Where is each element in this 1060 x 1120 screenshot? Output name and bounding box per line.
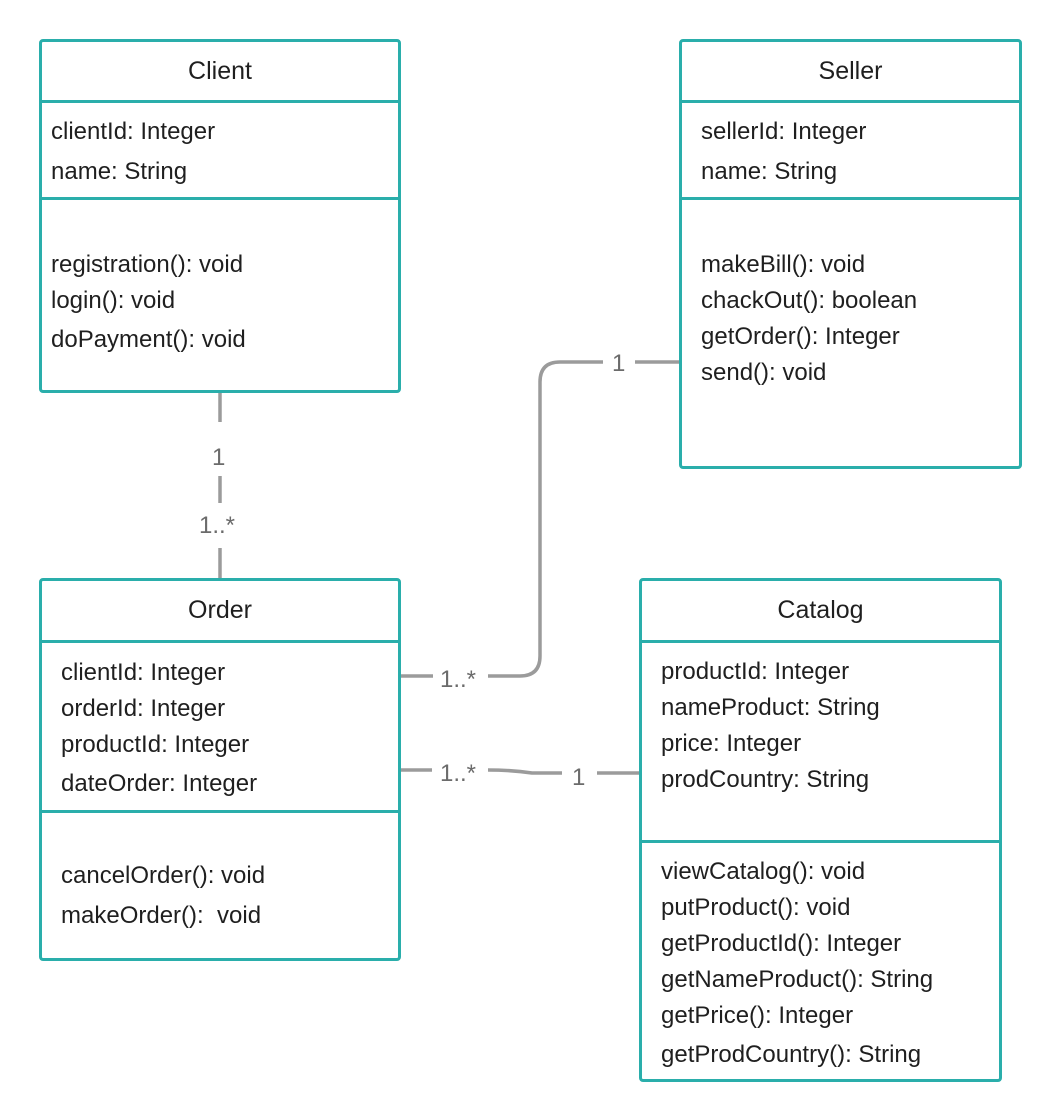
catalog-method: getProductId(): Integer (661, 930, 902, 957)
order-multiplicity-to-client: 1..* (199, 512, 236, 539)
order-catalog-association-line (400, 768, 640, 775)
catalog-method: viewCatalog(): void (661, 858, 866, 885)
client-multiplicity: 1 (212, 444, 226, 471)
client-class-name: Client (42, 42, 398, 103)
order-class[interactable]: Order clientId: Integer orderId: Integer… (39, 578, 401, 961)
seller-multiplicity: 1 (612, 350, 626, 377)
order-attribute: productId: Integer (61, 731, 250, 758)
seller-attribute: sellerId: Integer (701, 118, 867, 145)
seller-methods: makeBill(): void chackOut(): boolean get… (682, 200, 1019, 466)
seller-attributes: sellerId: Integer name: String (682, 103, 1019, 200)
client-attributes: clientId: Integer name: String (42, 103, 398, 200)
catalog-attributes: productId: Integer nameProduct: String p… (642, 643, 999, 843)
seller-method: getOrder(): Integer (701, 323, 900, 350)
order-class-name: Order (42, 581, 398, 643)
seller-class-name: Seller (682, 42, 1019, 103)
order-method: makeOrder(): void (61, 902, 262, 929)
client-class[interactable]: Client clientId: Integer name: String re… (39, 39, 401, 393)
catalog-attribute: price: Integer (661, 730, 802, 757)
seller-method: chackOut(): boolean (701, 287, 918, 314)
catalog-class[interactable]: Catalog productId: Integer nameProduct: … (639, 578, 1002, 1082)
client-attribute: clientId: Integer (51, 118, 216, 145)
order-attributes: clientId: Integer orderId: Integer produ… (42, 643, 398, 813)
seller-class[interactable]: Seller sellerId: Integer name: String ma… (679, 39, 1022, 469)
order-method: cancelOrder(): void (61, 862, 266, 889)
seller-method: send(): void (701, 359, 827, 386)
client-method: registration(): void (51, 251, 244, 278)
seller-order-association-line (400, 360, 680, 678)
client-attribute: name: String (51, 158, 188, 185)
seller-attribute: name: String (701, 158, 838, 185)
order-attribute: orderId: Integer (61, 695, 226, 722)
catalog-method: getPrice(): Integer (661, 1002, 854, 1029)
catalog-method: putProduct(): void (661, 894, 851, 921)
order-multiplicity-to-catalog: 1..* (440, 760, 477, 787)
client-method: doPayment(): void (51, 326, 246, 353)
order-multiplicity-to-seller: 1..* (440, 666, 477, 693)
seller-method: makeBill(): void (701, 251, 866, 278)
client-method: login(): void (51, 287, 176, 314)
order-attribute: clientId: Integer (61, 659, 226, 686)
catalog-methods: viewCatalog(): void putProduct(): void g… (642, 843, 999, 1079)
catalog-attribute: prodCountry: String (661, 766, 870, 793)
order-attribute: dateOrder: Integer (61, 770, 258, 797)
catalog-class-name: Catalog (642, 581, 999, 643)
catalog-attribute: nameProduct: String (661, 694, 880, 721)
catalog-method: getProdCountry(): String (661, 1041, 922, 1068)
order-methods: cancelOrder(): void makeOrder(): void (42, 813, 398, 958)
catalog-attribute: productId: Integer (661, 658, 850, 685)
catalog-method: getNameProduct(): String (661, 966, 934, 993)
catalog-multiplicity: 1 (572, 764, 586, 791)
client-methods: registration(): void login(): void doPay… (42, 200, 398, 390)
